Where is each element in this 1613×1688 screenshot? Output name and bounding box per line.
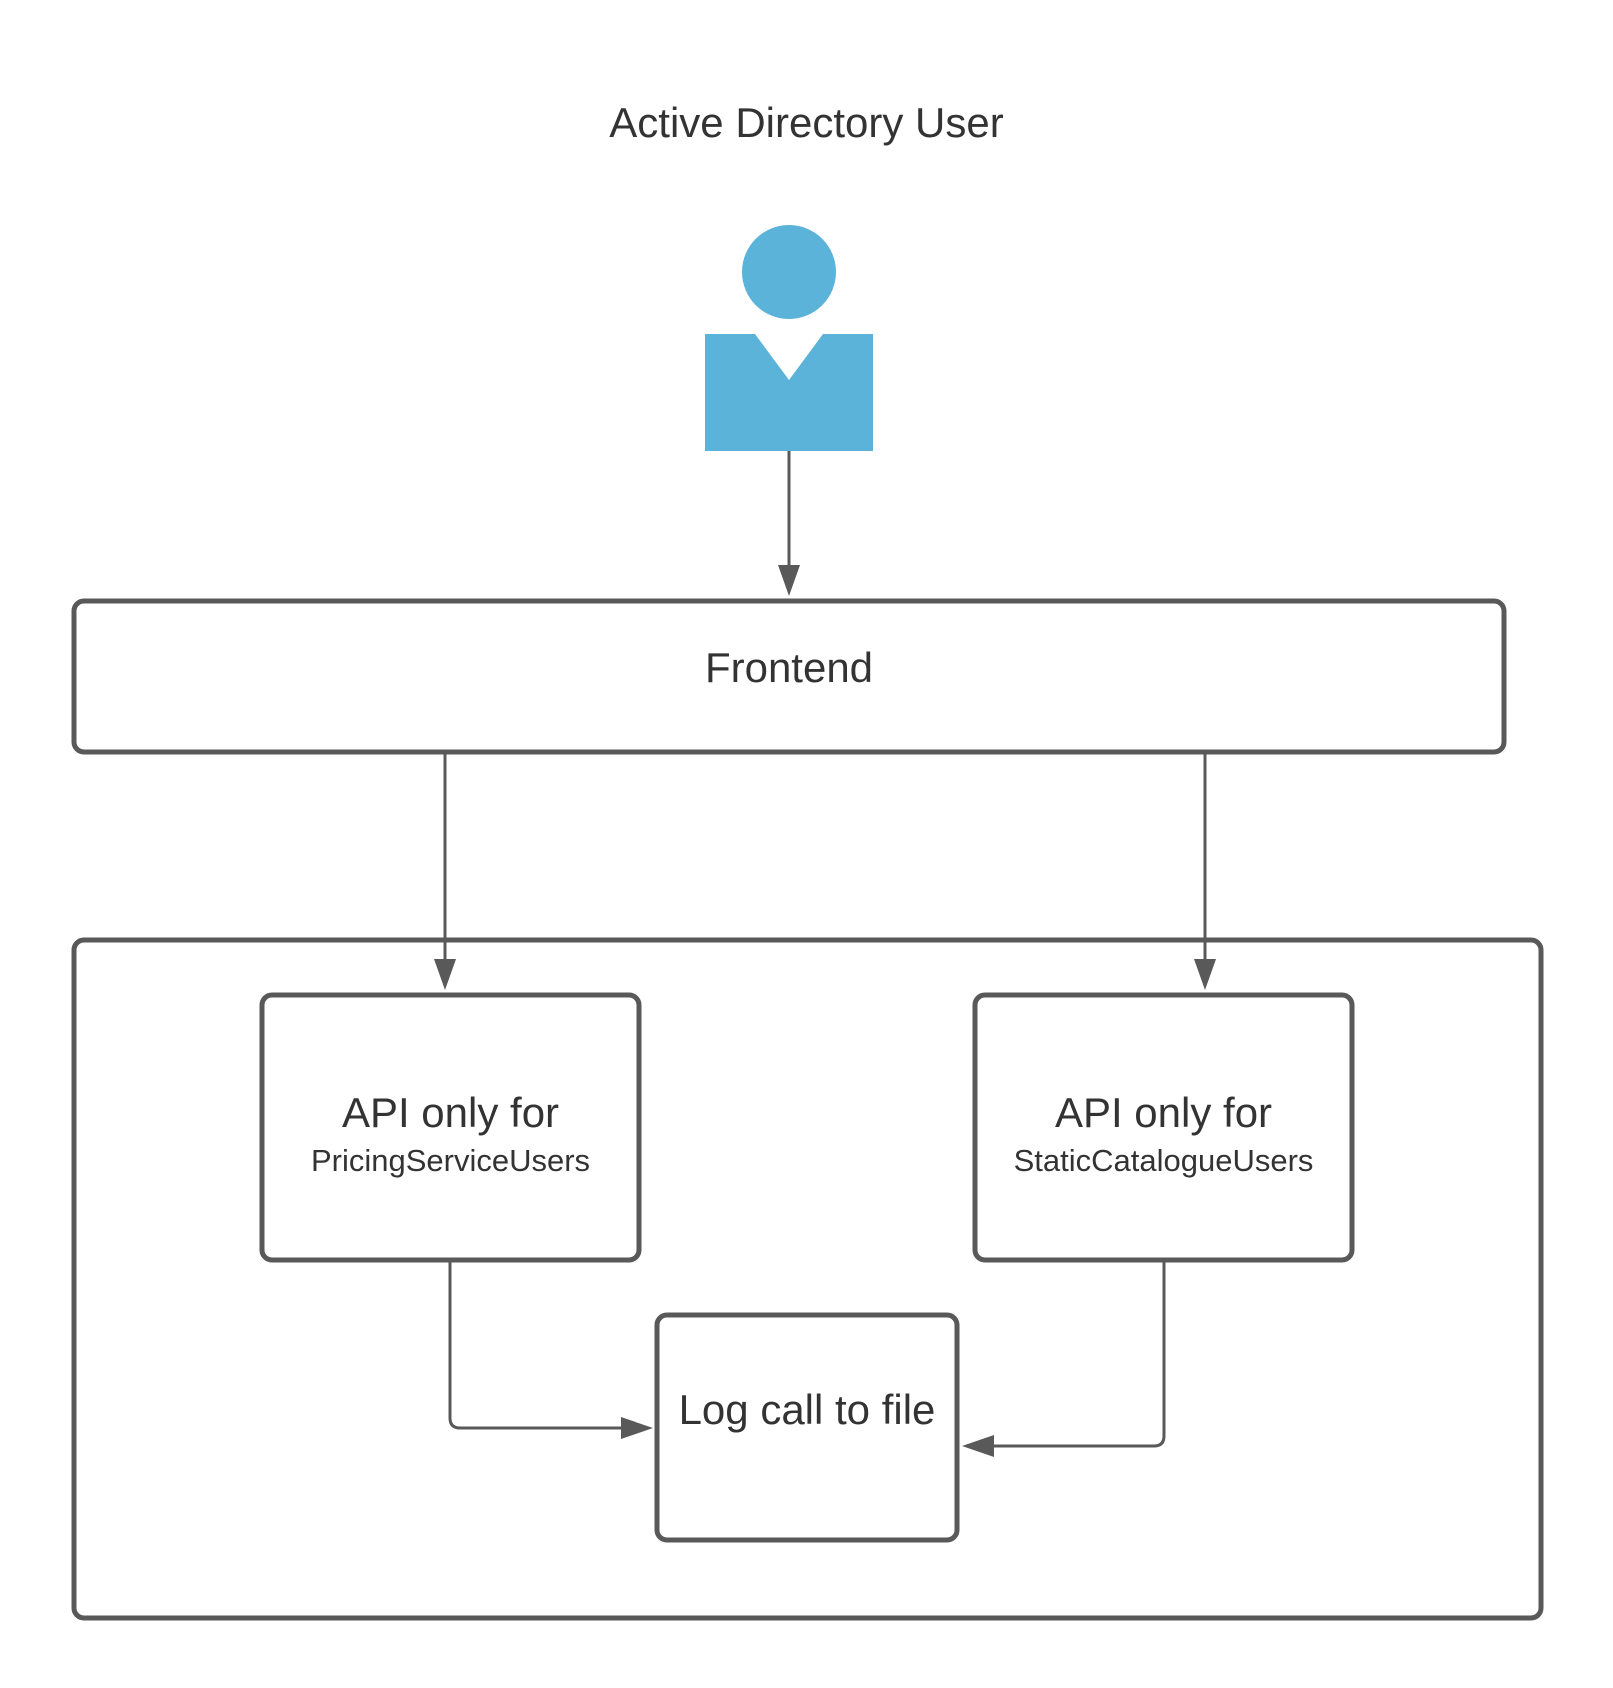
diagram-title: Active Directory User bbox=[609, 99, 1004, 146]
api-static-line2: StaticCatalogueUsers bbox=[1013, 1143, 1314, 1178]
edge-frontend-api-pricing bbox=[434, 752, 456, 990]
log-box[interactable] bbox=[654, 1312, 960, 1543]
arrowhead bbox=[1194, 959, 1216, 990]
user-body bbox=[705, 334, 873, 451]
api-pricing-line2: PricingServiceUsers bbox=[310, 1143, 591, 1178]
user-head bbox=[742, 225, 836, 319]
edge-line bbox=[987, 1260, 1166, 1448]
user-icon bbox=[705, 225, 873, 451]
edge-user-frontend bbox=[778, 451, 800, 596]
edge-line bbox=[448, 1260, 628, 1430]
log-label: Log call to file bbox=[678, 1385, 936, 1433]
api-pricing-line1: API only for bbox=[341, 1089, 560, 1136]
arrowhead bbox=[621, 1417, 653, 1439]
arrowhead bbox=[778, 565, 800, 596]
edge-frontend-api-static bbox=[1194, 752, 1216, 990]
arrowhead bbox=[434, 959, 456, 990]
backend-container bbox=[71, 937, 1544, 1621]
frontend-label: Frontend bbox=[704, 644, 874, 691]
api-static-line1: API only for bbox=[1054, 1089, 1273, 1136]
api-pricing-text: API only for PricingServiceUsers bbox=[262, 995, 639, 1275]
edge-api-static-log bbox=[962, 1260, 1166, 1457]
edge-api-pricing-log bbox=[448, 1260, 653, 1439]
api-static-text: API only for StaticCatalogueUsers bbox=[975, 995, 1352, 1275]
frontend-box[interactable] bbox=[71, 598, 1507, 755]
arrowhead bbox=[962, 1435, 994, 1457]
